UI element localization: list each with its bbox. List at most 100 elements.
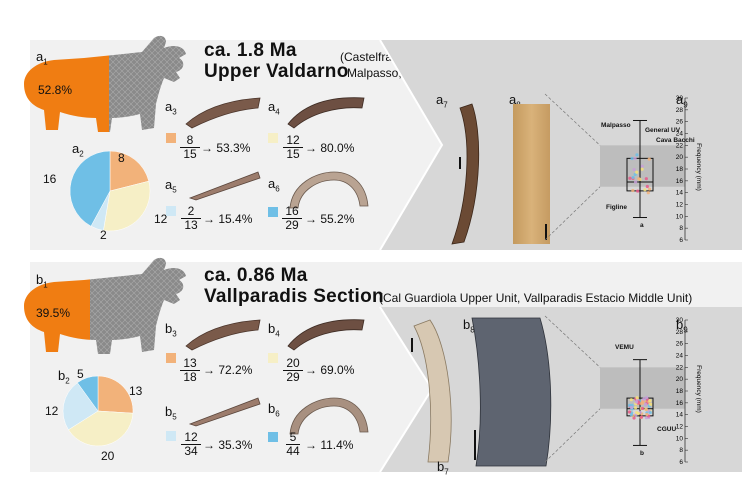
- swatch-lightblue-b5: [166, 431, 176, 441]
- boxplot-label-a9: a9: [676, 92, 688, 110]
- microwear-photo-b8: [471, 317, 552, 467]
- tooth-photo-a4: [287, 97, 365, 129]
- localities-line1-bottom: (Cal Guardiola Upper Unit, Vallparadis E…: [379, 291, 693, 305]
- boxplot-bottom-point-52: [640, 406, 645, 411]
- tooth-photo-a5: [188, 171, 261, 201]
- tooth-label-a4: a4: [268, 99, 280, 117]
- percent-b6: → 11.4%: [305, 438, 354, 452]
- pie-bottom-slice-1: [97, 375, 134, 414]
- boxplot-bottom-tick-label-10: 10: [676, 435, 684, 442]
- boxplot-bottom-tick-label-12: 12: [676, 424, 684, 431]
- boxplot-bottom-point-39: [648, 398, 652, 403]
- boxplot-top-tick-label-20: 20: [676, 154, 684, 161]
- boxplot-bottom-point-58: [629, 413, 633, 417]
- tooth-photo-b5: [188, 397, 261, 427]
- boxplot-top-point-12: [645, 184, 649, 189]
- annotation-general-uv: General UV: [645, 127, 681, 134]
- boxplot-bottom-tick-label-18: 18: [676, 388, 684, 395]
- tooth-photo-a6: [289, 171, 369, 209]
- annotation-cguu: CGUU: [657, 426, 677, 433]
- boxplot-top-point-1: [647, 157, 651, 161]
- scale-bar-a8: [545, 224, 547, 240]
- boxplot-bottom-point-26: [644, 407, 648, 412]
- boxplot-top-point-6: [647, 187, 652, 191]
- pie-label-b2: b2: [58, 368, 70, 386]
- pie-value-bottom-3: 12: [45, 404, 59, 418]
- boxplot-bottom-point-48: [628, 403, 632, 407]
- boxplot-bottom-point-4: [633, 406, 638, 410]
- pie-bottom-slice-4: [77, 375, 99, 412]
- annotation-malpasso: Malpasso: [601, 122, 631, 129]
- tooth-photo-b3: [185, 319, 261, 351]
- tooth-photo-b6: [289, 397, 369, 435]
- boxplot-top-dashed-link-1: [544, 93, 601, 146]
- swatch-orange-a3: [166, 133, 176, 143]
- tooth-label-b6: b6: [268, 401, 280, 419]
- annotation-vemu: VEMU: [615, 344, 634, 351]
- boxplot-bottom-point-60: [629, 405, 633, 410]
- boxplot-bottom-point-56: [639, 401, 643, 406]
- swatch-lightblue-a5: [166, 206, 176, 216]
- boxplot-bottom-tick-label-22: 22: [676, 364, 684, 371]
- boxplot-top-tick-label-12: 12: [676, 202, 684, 209]
- swatch-cream-a4: [268, 133, 278, 143]
- hippo-label-b1: b1: [36, 272, 48, 290]
- microwear-photo-a8: [513, 104, 550, 244]
- boxplot-bottom-tick-label-26: 26: [676, 341, 684, 348]
- hippo-silhouette-bottom: [24, 257, 186, 355]
- boxplot-bottom-tick-label-30: 30: [676, 317, 684, 324]
- age-title-bottom: ca. 0.86 Ma: [204, 265, 308, 286]
- hippo-percentage-top: 52.8%: [38, 83, 73, 97]
- boxplot-top-point-5: [632, 167, 636, 172]
- boxplot-top-iqr-box: [626, 157, 654, 192]
- boxplot-top-axis-label: Frequency (mm): [695, 143, 702, 191]
- pie-value-top-4: 16: [43, 172, 57, 186]
- boxplot-top-tick-label-30: 30: [676, 95, 684, 102]
- boxplot-bottom-point-49: [635, 411, 639, 415]
- boxplot-top-tick-label-10: 10: [676, 213, 684, 220]
- boxplot-bottom-axis-label: Frequency (mm): [695, 365, 702, 413]
- boxplot-bottom-point-51: [645, 412, 649, 417]
- boxplot-top-point-16: [631, 188, 635, 193]
- boxplot-bottom-dashed-link-2: [544, 408, 601, 463]
- boxplot-top-dashed-link-2: [544, 186, 601, 241]
- hippo-percentage-bottom: 39.5%: [36, 306, 71, 320]
- boxplot-top-point-10: [634, 180, 638, 184]
- boxplot-top-tick-label-26: 26: [676, 119, 684, 126]
- percent-a5: → 15.4%: [203, 212, 253, 226]
- pie-value-bottom-1: 13: [129, 384, 143, 398]
- boxplot-label-b9: b9: [676, 317, 688, 335]
- boxplot-bottom-tick-label-14: 14: [676, 412, 684, 419]
- percent-a3: → 53.3%: [201, 141, 251, 155]
- boxplot-top-point-15: [640, 164, 644, 168]
- boxplot-top-point-14: [635, 170, 639, 174]
- tooth-label-b3: b3: [165, 321, 177, 339]
- pie-chart-top: [69, 150, 151, 232]
- boxplot-bottom-point-55: [643, 402, 648, 407]
- boxplot-bottom-tick-label-6: 6: [679, 459, 683, 466]
- boxplot-bottom-point-54: [635, 396, 639, 400]
- boxplot-top-tick-label-24: 24: [676, 131, 684, 138]
- age-title-top: ca. 1.8 Ma: [204, 40, 297, 61]
- hippo-silhouette-top: [24, 35, 186, 133]
- pie-value-top-2: 12: [154, 212, 168, 226]
- pie-top-slice-4: [69, 150, 111, 227]
- boxplot-bottom-point-33: [648, 410, 652, 415]
- canine-photo-b7: [413, 319, 452, 463]
- pie-top-slice-1: [109, 150, 150, 192]
- canine-photo-a7: [451, 103, 480, 245]
- boxplot-bottom-iqr-box: [626, 397, 654, 417]
- boxplot-top-point-11: [646, 191, 650, 195]
- boxplot-top-point-3: [630, 156, 634, 161]
- annotation-figline: Figline: [606, 204, 627, 211]
- swatch-orange-b3: [166, 353, 176, 363]
- annotation-group-b: b: [640, 450, 644, 457]
- boxplot-top-point-13: [631, 175, 635, 180]
- annotation-cava-bacchi: Cava Bacchi: [656, 137, 695, 144]
- boxplot-top-tick-label-6: 6: [679, 237, 683, 244]
